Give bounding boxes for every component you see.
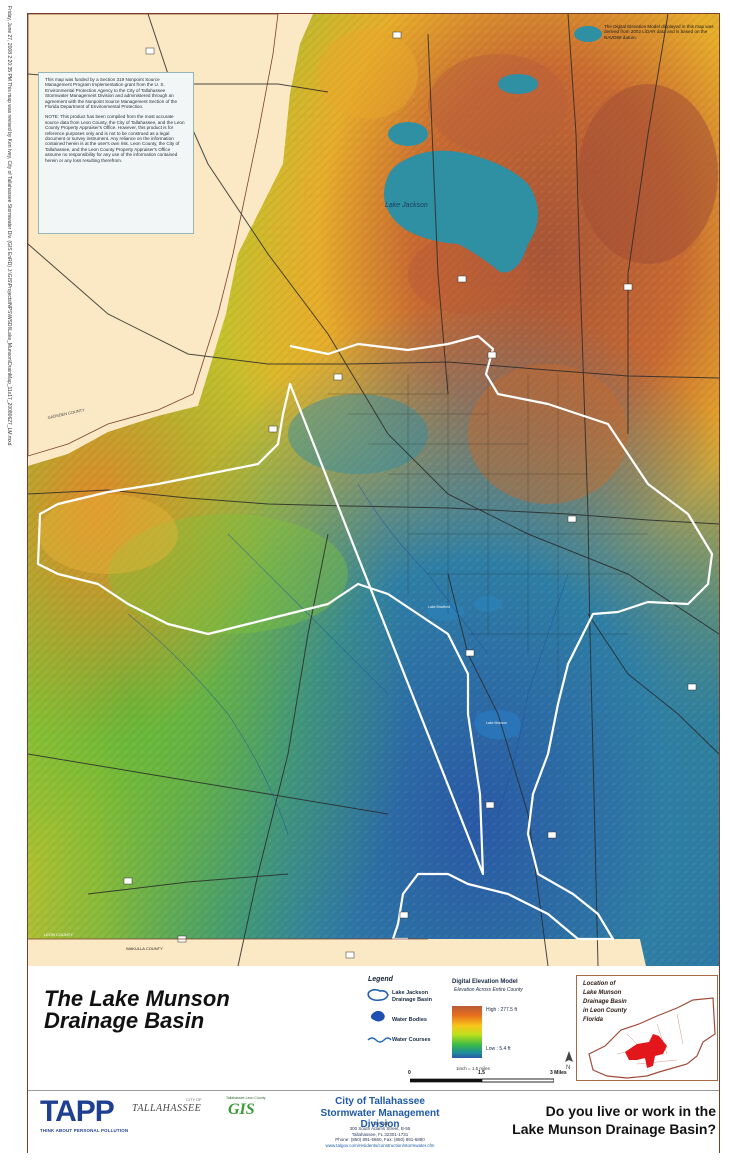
print-stamp: Friday, June 27, 2008 2:20:35 PM This ma… [6,6,12,446]
map-title: The Lake Munson Drainage Basin [44,988,230,1032]
disclaimer-text: NOTE: This product has been compiled fro… [45,114,185,163]
legend-water-bodies-label: Water Bodies [392,1017,427,1023]
water-body-icon [370,1010,385,1022]
gis-logo[interactable]: GIS [228,1101,255,1118]
tapp-tagline: THINK ABOUT PERSONAL POLLUTION [40,1128,129,1133]
lake-bradford-label: Lake Bradford [428,605,450,609]
dem-title: Digital Elevation Model [452,979,518,985]
basin-symbol-icon [367,988,389,1002]
legend-title: Legend [368,976,393,983]
location-inset: Location of Lake Munson Drainage Basin i… [576,975,718,1081]
leon-county-label: LEON COUNTY [44,932,73,937]
dem-subtitle: Elevation Across Entire County [454,987,523,993]
gis-logo-tagline: Tallahassee-Leon County [226,1096,266,1100]
scale-inch-label: 1inch = 1.5 miles [456,1066,490,1071]
scale-mid: 1.5 [478,1070,485,1076]
city-name: City of Tallahassee [335,1096,425,1107]
division-name: Stormwater Management Division [320,1108,440,1130]
footer [28,1090,719,1154]
website-link[interactable]: www.talgov.com/residents/construction/st… [325,1142,435,1148]
lake-bradford [428,603,464,621]
lake-jackson-label: Lake Jackson [385,202,428,209]
elevation-map-svg: Lake Jackson Lake Bradford Lake Munson L… [28,14,719,966]
scale-end: 3 Miles [550,1070,567,1076]
munson-basin-inset [625,1034,667,1068]
tallahassee-city-of: CITY OF [186,1097,202,1102]
elevation-color-ramp [452,1006,482,1058]
funding-text: This map was funded by a Section 319 Non… [45,77,178,110]
legend-basin-label: Lake Jackson Drainage Basin [392,990,433,1003]
elevation-map[interactable]: Lake Jackson Lake Bradford Lake Munson L… [28,14,719,966]
map-title-line1: The Lake Munson [44,986,230,1011]
dem-high-label: High : 277.5 ft [486,1007,518,1013]
legend-symbols [367,988,392,1043]
tapp-logo[interactable]: TAPP [40,1095,115,1128]
funding-note-box: This map was funded by a Section 319 Non… [38,72,194,234]
lake-munson-label: Lake Munson [486,721,507,725]
water-course-icon [367,1037,392,1043]
location-title: Location of Lake Munson Drainage Basin i… [583,981,627,1023]
tallahassee-logo[interactable]: TALLAHASSEE [132,1103,202,1114]
dem-source-note: The Digital Elevation Model displayed in… [604,24,714,40]
legend-water-courses-label: Water Courses [392,1037,431,1043]
lake-munson [474,710,521,740]
dem-low-label: Low : 5.4 ft [486,1046,511,1052]
contact-address: City Hall 300 South Adams Street, B-55 T… [300,1121,460,1148]
lake-jackson [383,150,538,273]
wakulla-county-label: WAKULLA COUNTY [126,946,163,951]
leon-county-inset-map [588,997,716,1079]
map-title-line2: Drainage Basin [44,1008,205,1033]
question-text: Do you live or work in the Lake Munson D… [512,1103,716,1137]
svg-text:N: N [566,1065,570,1070]
scale-zero: 0 [408,1070,411,1076]
north-arrow-icon: N [565,1051,573,1070]
scale-bar [410,1078,554,1083]
